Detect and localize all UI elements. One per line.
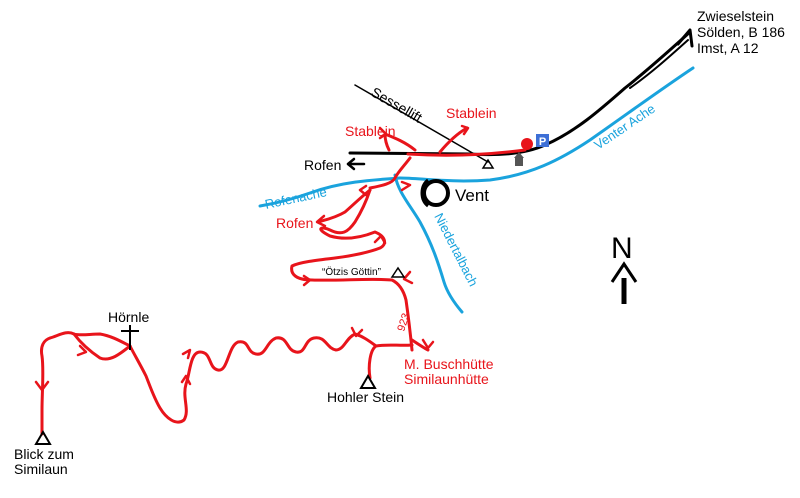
arrow-icon: [402, 270, 414, 285]
trails: [40, 126, 527, 436]
trail-zigzag-upper: [290, 188, 414, 352]
blick-label-2: Similaun: [14, 461, 68, 477]
arrow-icon: [346, 157, 366, 171]
rofenache-river: [258, 176, 402, 208]
trail-main-west: [128, 332, 414, 424]
hohler-stein-label: Hohler Stein: [327, 389, 404, 405]
main-road-secondary: [629, 39, 689, 89]
parking-icon: P: [536, 134, 549, 148]
arrow-icon: [676, 28, 694, 48]
niedertalbach-river: [393, 173, 464, 314]
arrow-icon: [378, 126, 388, 140]
niedertalbach-label: Niedertalbach: [431, 211, 481, 289]
trail-to-huts: [410, 338, 430, 352]
arrow-icon: [34, 380, 50, 392]
oetzis-goettin-label: “Ötzis Göttin”: [322, 266, 381, 278]
summit-triangle-icon: [390, 266, 406, 278]
destination-label-3: Imst, A 12: [697, 40, 759, 56]
arrow-icon: [315, 214, 327, 228]
destination-label-2: Sölden, B 186: [697, 24, 785, 40]
venter-ache-river: [398, 66, 695, 183]
roads: [348, 30, 692, 163]
sessellift-line: [354, 84, 489, 163]
arrow-icon: [358, 184, 368, 197]
arrow-icon: [76, 344, 88, 357]
trail-arrows: [34, 124, 470, 392]
arrow-icon: [180, 374, 192, 386]
trail-village-street: [406, 148, 527, 157]
arrow-icon: [181, 348, 192, 360]
vent-label: Vent: [455, 186, 489, 205]
arrow-icon: [302, 274, 312, 287]
rofenache-label: Rofenache: [264, 184, 329, 212]
north-arrow-icon: [610, 261, 638, 304]
sessellift-label: Sessellift: [369, 84, 426, 126]
rivers: [258, 66, 695, 314]
blick-label-1: Blick zum: [14, 446, 74, 462]
arrow-icon: [421, 338, 435, 350]
destination-label-1: Zwieselstein: [697, 8, 774, 24]
arrow-icon: [460, 124, 470, 136]
trail-hoernle-west: [40, 331, 132, 436]
hoernle-label: Hörnle: [108, 309, 149, 325]
summit-triangle-icon: [481, 158, 495, 169]
trailhead-dot-icon: [521, 138, 533, 150]
cross-icon: [121, 325, 139, 350]
chapel-icon: [514, 152, 524, 166]
stablein-left-label: Stablein: [345, 123, 396, 139]
trail-rofen-branch: [316, 188, 372, 224]
trail-stablein-right: [438, 126, 469, 154]
trail-village-to-meadow: [368, 156, 412, 190]
parking-label: P: [539, 136, 546, 148]
arrow-icon: [373, 234, 387, 245]
rofen-road-label: Rofen: [304, 157, 341, 173]
arrow-icon: [350, 326, 364, 338]
summit-triangle-icon: [34, 430, 52, 445]
trail-number-label: 923: [395, 312, 412, 333]
hut-label-1: M. Buschhütte: [404, 356, 494, 372]
arrow-icon: [400, 180, 412, 192]
village-symbol-icon: [420, 178, 450, 208]
stablein-right-label: Stablein: [446, 105, 497, 121]
rofen-trail-label: Rofen: [276, 215, 313, 231]
main-road: [348, 30, 692, 157]
summit-triangle-icon: [359, 374, 377, 389]
trail-hoernle-loop: [72, 332, 132, 348]
north-label: N: [611, 232, 633, 265]
hut-label-2: Similaunhütte: [404, 371, 489, 387]
